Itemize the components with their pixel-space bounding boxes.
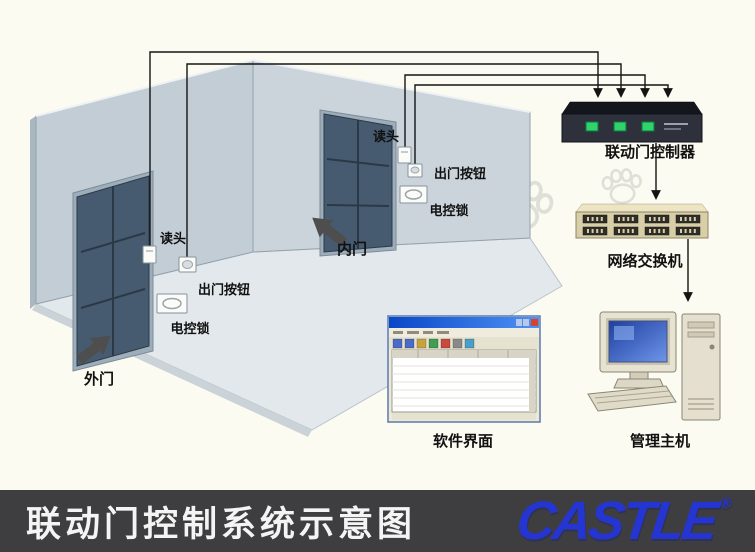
- inner-door-rail-top: [326, 158, 390, 167]
- switch-top: [575, 203, 709, 213]
- inner-lock-label: 电控锁: [429, 203, 468, 218]
- host-label: 管理主机: [630, 432, 690, 450]
- software-toolbar-icons: [392, 338, 475, 349]
- inner-reader-device: [397, 146, 412, 164]
- outer-lock-keyhole: [162, 297, 182, 310]
- wire-outer-button: [186, 63, 626, 257]
- maximize-button: [523, 319, 529, 326]
- switch-label: 网络交换机: [607, 252, 682, 270]
- footer-bar: 联动门控制系统示意图 CASTLE ®: [0, 490, 755, 552]
- inner-door-rail-bottom: [326, 204, 390, 207]
- wall-top-highlight: [35, 58, 531, 117]
- tower-case: [681, 313, 721, 421]
- inner-lock-device: [399, 185, 428, 204]
- outer-door-arrow: [76, 335, 111, 365]
- inner-door-label: 内门: [337, 240, 367, 258]
- controller-label: 联动门控制器: [605, 143, 696, 161]
- management-computer: 管理主机: [587, 311, 721, 450]
- outer-reader-device: [142, 245, 157, 264]
- software-scrollbar: [529, 358, 535, 412]
- outer-exit-button-cap: [182, 260, 193, 269]
- footer-title: 联动门控制系统示意图: [26, 504, 417, 544]
- brand-name: CASTLE: [513, 491, 719, 551]
- controller-print-line-1: [664, 123, 688, 125]
- software-window: 软件界面: [387, 315, 541, 450]
- outer-reader-label: 读头: [160, 231, 186, 246]
- inner-lock-keyhole: [404, 189, 423, 200]
- outer-door-devices: 读头 出门按钮 电控锁: [142, 231, 250, 336]
- outer-lock-device: [156, 293, 188, 314]
- keyboard-keys-row2: [596, 395, 673, 404]
- outer-reader-slot: [146, 250, 153, 252]
- tower-drive-2: [687, 331, 715, 338]
- software-statusbar: [392, 413, 536, 420]
- tower-vents: [688, 398, 714, 410]
- software-grid-area: [391, 349, 537, 413]
- monitor-neck: [629, 371, 649, 380]
- left-wall-edge: [30, 116, 36, 309]
- controller-led-3: [641, 121, 655, 132]
- controller-top: [561, 101, 703, 115]
- inner-door: [319, 109, 397, 257]
- wire-inner-button: [414, 84, 673, 164]
- controller-led-1: [585, 121, 599, 132]
- inner-exit-button-label: 出门按钮: [434, 166, 486, 181]
- system-diagram: 外门 内门 读头 出门按钮 电控锁 读头 出门按钮 电控锁: [30, 51, 721, 450]
- inner-door-arrow: [312, 217, 347, 247]
- keyboard-keys-row1: [594, 390, 670, 399]
- outer-door-rail-bottom: [80, 288, 146, 309]
- software-menubar: [389, 328, 539, 337]
- tower-power-button: [709, 344, 715, 350]
- minimize-button: [516, 319, 522, 326]
- outer-door: [72, 170, 154, 372]
- controller-print-line-2: [664, 128, 681, 130]
- registered-mark: ®: [719, 495, 733, 512]
- outer-lock-label: 电控锁: [170, 321, 209, 336]
- wire-outer-reader: [149, 51, 603, 246]
- wiring: [149, 51, 693, 302]
- software-titlebar: [389, 317, 539, 328]
- tower-drive-1: [687, 321, 715, 329]
- software-label: 软件界面: [433, 432, 493, 450]
- monitor-glare: [614, 326, 634, 340]
- outer-exit-button-label: 出门按钮: [198, 282, 250, 297]
- inner-exit-button-cap: [410, 166, 420, 174]
- monitor-screen: [608, 320, 668, 363]
- close-button: [531, 319, 538, 326]
- outer-door-rail-top: [80, 232, 146, 253]
- software-grid-header-separators: [417, 350, 509, 358]
- controller-led-2: [613, 121, 627, 132]
- inner-reader-slot: [401, 151, 408, 153]
- software-toolbar: [389, 337, 539, 349]
- network-switch-device: 网络交换机: [575, 203, 709, 270]
- software-menu-items: [393, 331, 449, 334]
- inner-door-devices: 读头 出门按钮 电控锁: [373, 129, 486, 218]
- software-grid-header: [392, 350, 536, 358]
- inner-reader-label: 读头: [373, 129, 399, 144]
- controller-device: 联动门控制器: [561, 101, 703, 161]
- software-grid-rows: [392, 365, 536, 407]
- outer-door-label: 外门: [83, 370, 114, 388]
- brand-logo: CASTLE ®: [513, 491, 733, 551]
